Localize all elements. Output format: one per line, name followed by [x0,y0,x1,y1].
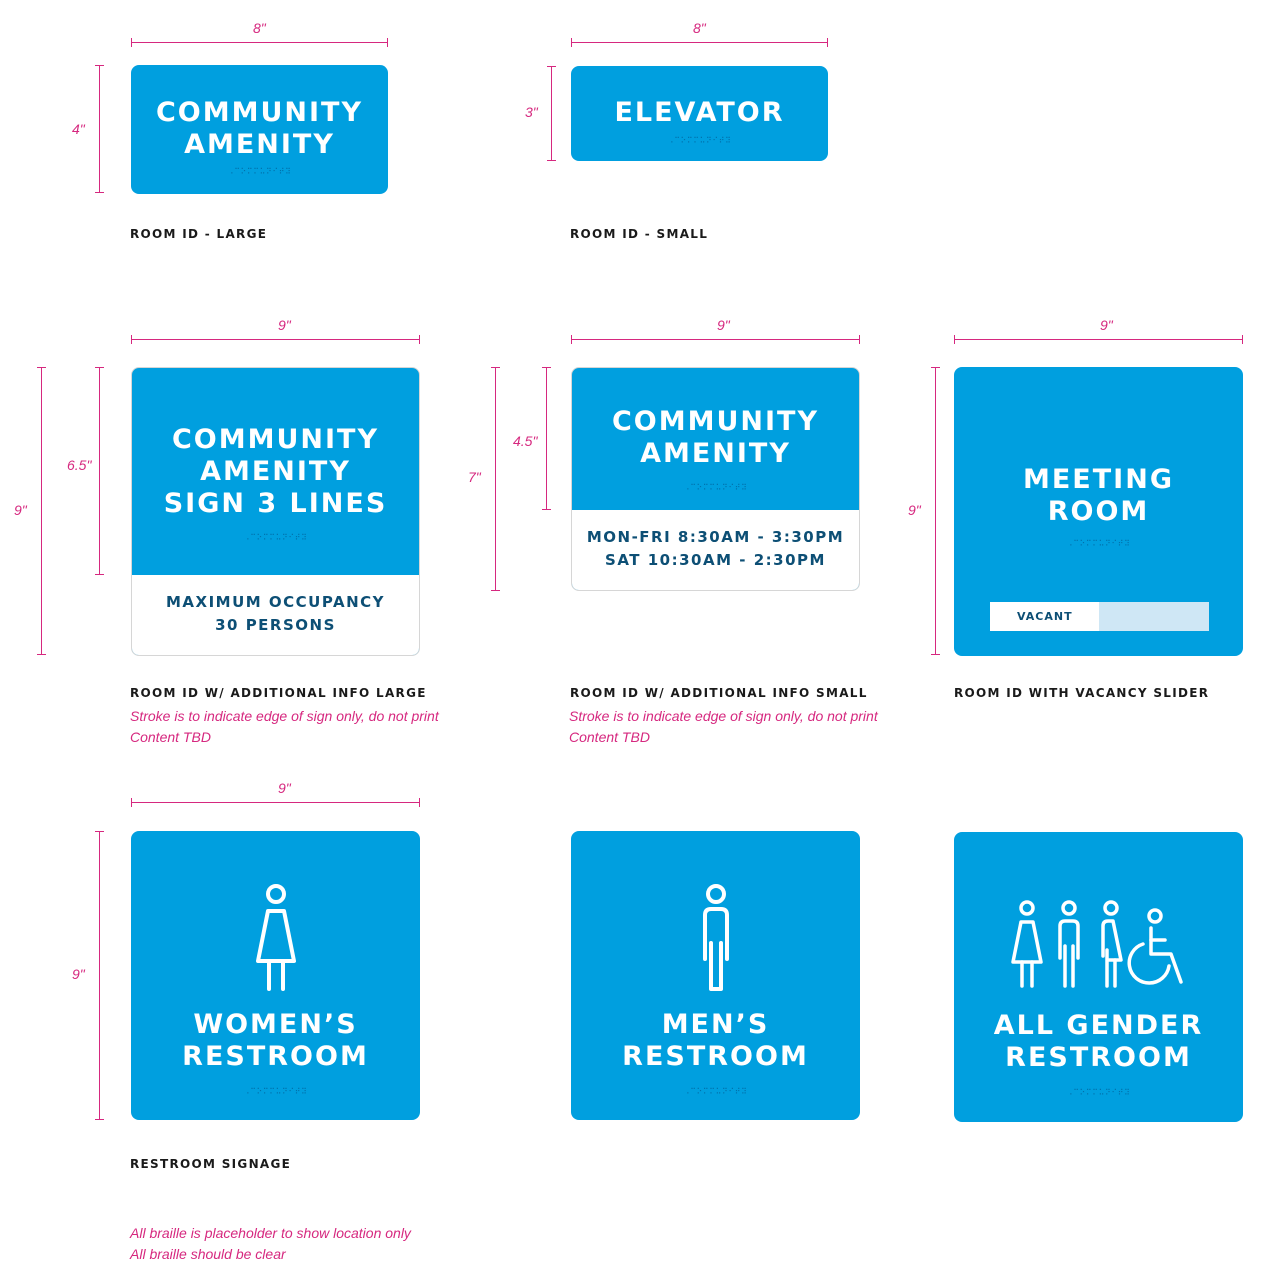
width-dimension-line [131,335,420,344]
caption-vacancy: ROOM ID WITH VACANCY SLIDER [954,686,1210,700]
outer-height-dimension-label: 9" [14,502,27,518]
sign-title: ALL GENDER RESTROOM [993,1010,1204,1073]
vacancy-slider[interactable]: VACANT [990,602,1209,631]
woman-pictogram-icon [255,884,296,991]
outer-height-dimension-label: 7" [468,469,481,485]
room-id-small-sign: ELEVATOR ⠠⠉⠕⠍⠍⠥⠝⠊⠞⠽ [571,66,828,161]
height-dimension-line [95,65,104,193]
braille-placeholder: ⠠⠉⠕⠍⠍⠥⠝⠊⠞⠽ [1066,1088,1131,1097]
vacancy-slider-label: VACANT [990,602,1099,631]
height-dimension-label: 9" [908,502,921,518]
width-dimension-line [954,335,1243,344]
outer-height-dimension-line [37,367,46,655]
height-dimension-line [547,66,556,161]
sign-title: MEETING ROOM [1023,464,1174,527]
caption-info-small: ROOM ID W/ ADDITIONAL INFO SMALL [570,686,868,700]
room-id-vacancy-sign: MEETING ROOM ⠠⠉⠕⠍⠍⠥⠝⠊⠞⠽ VACANT [954,367,1243,656]
top-height-dimension-line [95,367,104,575]
mens-restroom-sign: MEN’S RESTROOM ⠠⠉⠕⠍⠍⠥⠝⠊⠞⠽ [571,831,860,1120]
room-id-large-sign: COMMUNITY AMENITY ⠠⠉⠕⠍⠍⠥⠝⠊⠞⠽ [131,65,388,194]
info-panel: MON-FRI 8:30AM - 3:30PM SAT 10:30AM - 2:… [572,510,859,590]
height-dimension-line [95,831,104,1120]
sign-title: COMMUNITY AMENITY [611,406,820,469]
height-dimension-label: 4" [72,121,85,137]
room-id-info-small-sign: COMMUNITY AMENITY ⠠⠉⠕⠍⠍⠥⠝⠊⠞⠽ MON-FRI 8:3… [571,367,860,591]
width-dimension-line [131,38,388,47]
width-dimension-label: 8" [253,20,266,36]
width-dimension-line [131,798,420,807]
braille-placeholder: ⠠⠉⠕⠍⠍⠥⠝⠊⠞⠽ [227,167,292,176]
outer-height-dimension-line [491,367,500,591]
all-gender-pictogram-icon [1010,900,1183,988]
sign-title: WOMEN’S RESTROOM [182,1009,369,1072]
caption-restroom: RESTROOM SIGNAGE [130,1157,292,1171]
caption-room-id-large: ROOM ID - LARGE [130,227,268,241]
height-dimension-line [931,367,940,655]
all-gender-restroom-sign: ALL GENDER RESTROOM ⠠⠉⠕⠍⠍⠥⠝⠊⠞⠽ [954,832,1243,1122]
braille-placeholder: ⠠⠉⠕⠍⠍⠥⠝⠊⠞⠽ [667,136,732,145]
note-info-small: Stroke is to indicate edge of sign only,… [569,708,878,745]
sign-title: MEN’S RESTROOM [622,1009,809,1072]
width-dimension-label: 9" [1100,317,1113,333]
width-dimension-label: 9" [278,317,291,333]
info-panel: MAXIMUM OCCUPANCY 30 PERSONS [132,575,419,655]
caption-info-large: ROOM ID W/ ADDITIONAL INFO LARGE [130,686,427,700]
sign-title: ELEVATOR [614,97,785,128]
sign-title: COMMUNITY AMENITY SIGN 3 LINES [163,424,388,519]
width-dimension-line [571,38,828,47]
room-id-info-large-sign: COMMUNITY AMENITY SIGN 3 LINES ⠠⠉⠕⠍⠍⠥⠝⠊⠞… [131,367,420,656]
height-dimension-label: 9" [72,966,85,982]
width-dimension-label: 9" [717,317,730,333]
width-dimension-line [571,335,860,344]
note-braille: All braille is placeholder to show locat… [130,1225,411,1262]
caption-room-id-small: ROOM ID - SMALL [570,227,709,241]
braille-placeholder: ⠠⠉⠕⠍⠍⠥⠝⠊⠞⠽ [1066,539,1131,548]
top-height-dimension-line [542,367,551,510]
width-dimension-label: 9" [278,780,291,796]
height-dimension-label: 3" [525,104,538,120]
womens-restroom-sign: WOMEN’S RESTROOM ⠠⠉⠕⠍⠍⠥⠝⠊⠞⠽ [131,831,420,1120]
width-dimension-label: 8" [693,20,706,36]
sign-title: COMMUNITY AMENITY [155,97,364,160]
braille-placeholder: ⠠⠉⠕⠍⠍⠥⠝⠊⠞⠽ [683,1087,748,1096]
braille-placeholder: ⠠⠉⠕⠍⠍⠥⠝⠊⠞⠽ [243,533,308,542]
man-pictogram-icon [702,884,729,991]
top-height-dimension-label: 6.5" [67,457,92,473]
braille-placeholder: ⠠⠉⠕⠍⠍⠥⠝⠊⠞⠽ [683,483,748,492]
vacancy-slider-track [1099,602,1209,631]
top-height-dimension-label: 4.5" [513,433,538,449]
braille-placeholder: ⠠⠉⠕⠍⠍⠥⠝⠊⠞⠽ [243,1087,308,1096]
note-info-large: Stroke is to indicate edge of sign only,… [130,708,439,745]
